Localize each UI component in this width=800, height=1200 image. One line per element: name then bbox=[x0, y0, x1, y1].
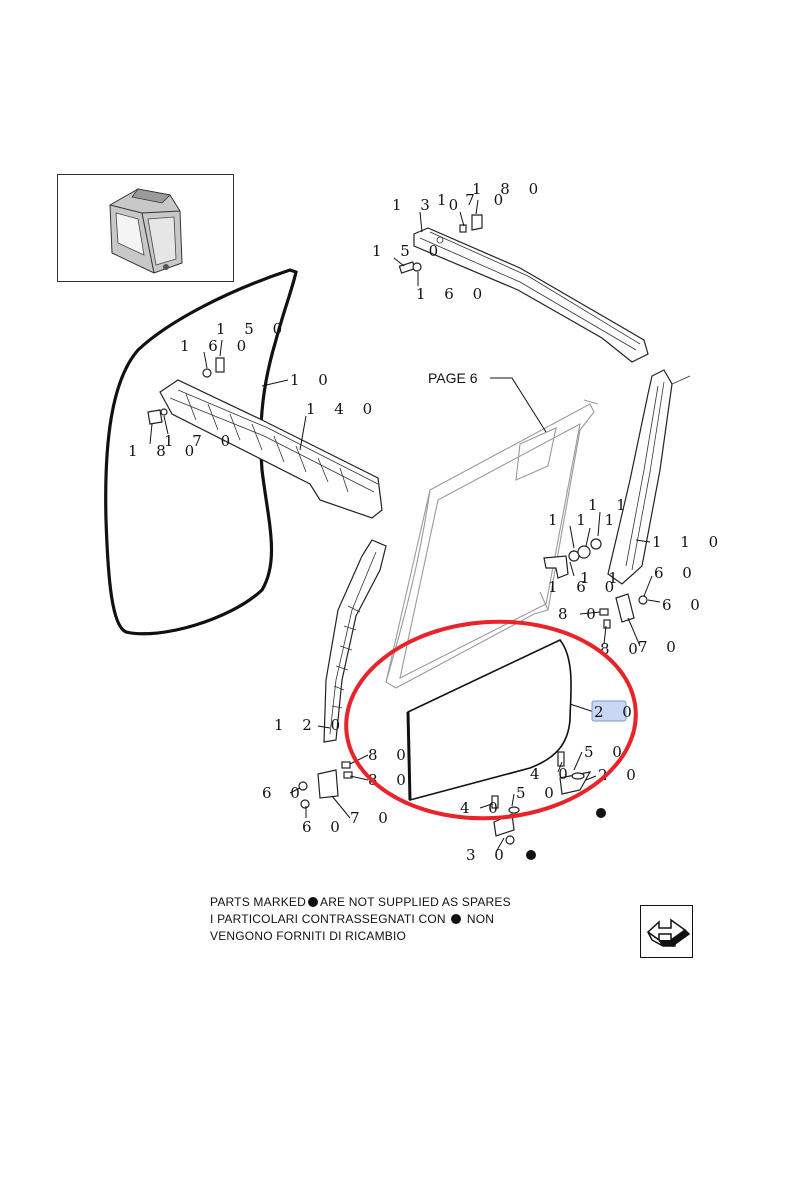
callout-80-right-a: 8 0 bbox=[558, 605, 603, 623]
not-supplied-dot-2 bbox=[526, 850, 536, 860]
front-window-seal-part-10 bbox=[104, 268, 298, 636]
top-rail-part-130 bbox=[413, 227, 649, 363]
callout-170-top: 1 7 0 bbox=[437, 191, 510, 209]
callout-160-left: 1 6 0 bbox=[180, 337, 253, 355]
callout-70-left: 7 0 bbox=[350, 809, 395, 827]
callout-50-a: 5 0 bbox=[584, 743, 629, 761]
callout-80-left-a: 8 0 bbox=[368, 746, 413, 764]
callout-30: 3 0 bbox=[466, 846, 511, 864]
callout-180-top: 1 8 0 bbox=[472, 180, 545, 198]
callout-80-right-b: 8 0 bbox=[600, 640, 645, 658]
callout-20-b: 2 0 bbox=[598, 766, 643, 784]
callout-10: 1 0 bbox=[290, 371, 335, 389]
glass-panel-part-20 bbox=[406, 639, 572, 802]
callout-110: 1 1 0 bbox=[652, 533, 725, 551]
callout-40-b: 4 0 bbox=[460, 799, 505, 817]
notes-line-2: I PARTICOLARI CONTRASSEGNATI CON NON bbox=[210, 911, 511, 928]
callout-70-right: 7 0 bbox=[638, 638, 683, 656]
leader-lines bbox=[149, 199, 661, 853]
cab-thumbnail bbox=[57, 174, 234, 282]
callout-180-left: 1 8 0 bbox=[128, 442, 201, 460]
side-seal-part-110 bbox=[607, 369, 691, 585]
highlight-ellipse bbox=[344, 619, 638, 821]
callout-40-a: 4 0 bbox=[530, 765, 575, 783]
page-6-reference[interactable]: PAGE 6 bbox=[428, 370, 478, 386]
bracket-part-70-left bbox=[298, 761, 353, 809]
notes-line-2-end: NON bbox=[466, 912, 495, 926]
latch-parts-30-40-50 bbox=[491, 751, 592, 845]
callout-60-left-a: 6 0 bbox=[262, 784, 307, 802]
callout-170-left: 1 7 0 bbox=[164, 432, 237, 450]
notes-line-1: PARTS MARKED ARE NOT SUPPLIED AS SPARES bbox=[210, 894, 511, 911]
callout-160-top: 1 6 0 bbox=[416, 285, 489, 303]
callout-labels: 1 3 0 1 7 0 1 8 0 1 5 0 1 6 0 1 6 0 1 5 … bbox=[128, 180, 725, 864]
clip-parts-170-180-left bbox=[147, 408, 168, 425]
hinge-part-111 bbox=[543, 538, 602, 579]
highlighted-callout-20[interactable]: 2 0 bbox=[591, 700, 639, 722]
cab-thumbnail-icon bbox=[109, 188, 183, 274]
door-frame-ghost bbox=[385, 399, 599, 689]
callout-120: 1 2 0 bbox=[274, 716, 347, 734]
notes-line-1-start: PARTS MARKED bbox=[210, 895, 306, 909]
callout-160-hinge: 1 6 0 bbox=[548, 578, 621, 596]
side-seal-part-120 bbox=[323, 539, 387, 743]
next-page-button[interactable] bbox=[640, 905, 693, 958]
callout-140: 1 4 0 bbox=[306, 400, 379, 418]
callout-11-bottom: 1 1 bbox=[580, 569, 625, 587]
notes-block: PARTS MARKED ARE NOT SUPPLIED AS SPARES I… bbox=[210, 894, 511, 945]
callout-50-b: 5 0 bbox=[516, 784, 561, 802]
next-page-arrow-icon bbox=[646, 918, 691, 947]
screw-part-150-top bbox=[398, 261, 422, 274]
not-supplied-dot-1 bbox=[596, 808, 606, 818]
callout-150-top: 1 5 0 bbox=[372, 242, 445, 260]
filled-dot-icon bbox=[307, 897, 318, 907]
screw-part-150-left bbox=[202, 357, 225, 378]
bracket-part-70-right bbox=[599, 593, 648, 629]
callout-60-left-b: 6 0 bbox=[302, 818, 347, 836]
callout-60-right-a: 6 0 bbox=[654, 564, 699, 582]
callout-150-left: 1 5 0 bbox=[216, 320, 289, 338]
filled-dot-icon bbox=[451, 914, 462, 924]
notes-line-3: VENGONO FORNITI DI RICAMBIO bbox=[210, 929, 407, 943]
callout-60-right-b: 6 0 bbox=[662, 596, 707, 614]
notes-line-1-end: ARE NOT SUPPLIED AS SPARES bbox=[319, 895, 511, 909]
notes-line-2-start: I PARTICOLARI CONTRASSEGNATI CON bbox=[210, 912, 446, 926]
callout-80-left-b: 8 0 bbox=[368, 771, 413, 789]
callout-111: 1 1 1 bbox=[548, 511, 621, 529]
callout-130: 1 3 0 bbox=[392, 196, 465, 214]
clip-parts-170-180-top bbox=[459, 214, 483, 233]
callout-11-top: 1 1 bbox=[588, 496, 633, 514]
lower-rail-part-140 bbox=[159, 379, 383, 519]
highlighted-label-20: 2 0 bbox=[594, 703, 639, 721]
